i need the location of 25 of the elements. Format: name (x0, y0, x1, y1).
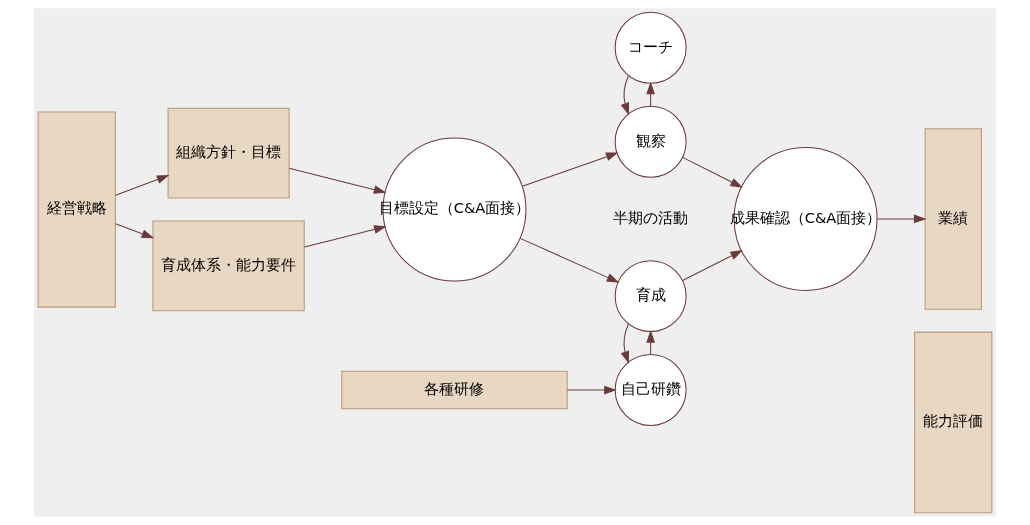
node-circle: 自己研鑽 (614, 354, 687, 427)
arrow (876, 214, 927, 224)
node-box: 業績 (924, 128, 982, 310)
arrow (646, 81, 656, 107)
node-box: 育成体系・能力要件 (152, 220, 305, 312)
node-circle: 観察 (614, 105, 687, 178)
arrow (620, 75, 630, 116)
node-box: 各種研修 (341, 370, 568, 410)
label: 半期の活動 (613, 208, 689, 226)
arrow (682, 250, 743, 282)
node-box: 経営戦略 (37, 111, 116, 308)
arrow (682, 156, 743, 188)
node-circle: 育成 (614, 260, 687, 333)
arrow (303, 225, 387, 248)
arrow (288, 167, 387, 194)
arrow (115, 175, 170, 196)
node-circle: 目標設定（C&A面接） (382, 137, 527, 282)
arrow (115, 223, 155, 239)
arrow (620, 323, 630, 364)
node-box: 組織方針・目標 (167, 107, 290, 199)
arrow (519, 237, 620, 283)
node-circle: コーチ (614, 11, 687, 84)
arrow (566, 385, 617, 395)
node-box: 能力評価 (914, 331, 993, 514)
arrow (521, 152, 619, 187)
